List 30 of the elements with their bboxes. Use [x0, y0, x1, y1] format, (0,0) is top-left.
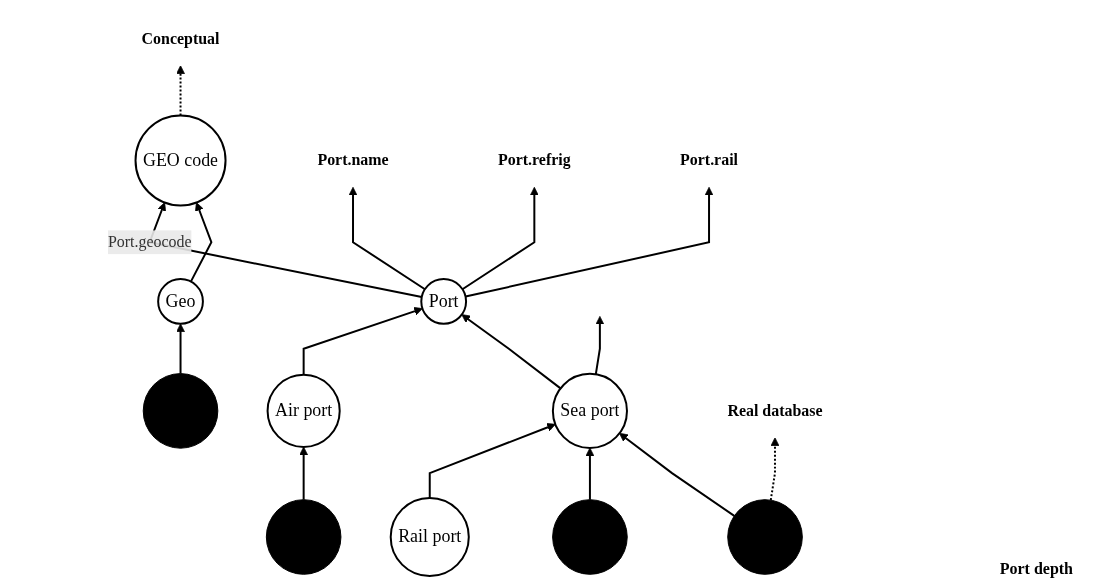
arrow: [189, 202, 213, 283]
arrow: [428, 423, 556, 499]
arrow: [176, 323, 185, 375]
arrow: [585, 447, 595, 501]
node-circle: Geo: [157, 278, 204, 325]
node-circle: Sea port: [551, 372, 628, 449]
node-circle: Rail port: [389, 496, 470, 578]
arrow: [769, 437, 780, 502]
node-text: Conceptual: [141, 29, 220, 47]
arrow: [461, 186, 539, 291]
node-circle: Port: [420, 278, 467, 325]
arrow: [302, 307, 423, 376]
arrow: [618, 432, 736, 517]
node-circle: [552, 499, 628, 575]
node-circle: GEO code: [134, 114, 227, 207]
edge-label: Port.geocode: [107, 233, 192, 251]
node-text: Port.refrig: [497, 151, 571, 169]
arrow: [461, 314, 562, 390]
node-text: Port.rail: [679, 151, 738, 169]
node-circle: [142, 373, 219, 449]
node-text: Port.name: [317, 151, 389, 169]
arrow: [299, 446, 308, 501]
arrow: [348, 186, 426, 291]
note-text: Port depth: [999, 560, 1073, 578]
node-circle: Air port: [266, 373, 341, 448]
node-circle: [265, 499, 342, 575]
arrow: [594, 316, 605, 376]
node-text: Real database: [727, 401, 823, 419]
arrow: [176, 65, 185, 117]
node-circle: [727, 499, 803, 575]
